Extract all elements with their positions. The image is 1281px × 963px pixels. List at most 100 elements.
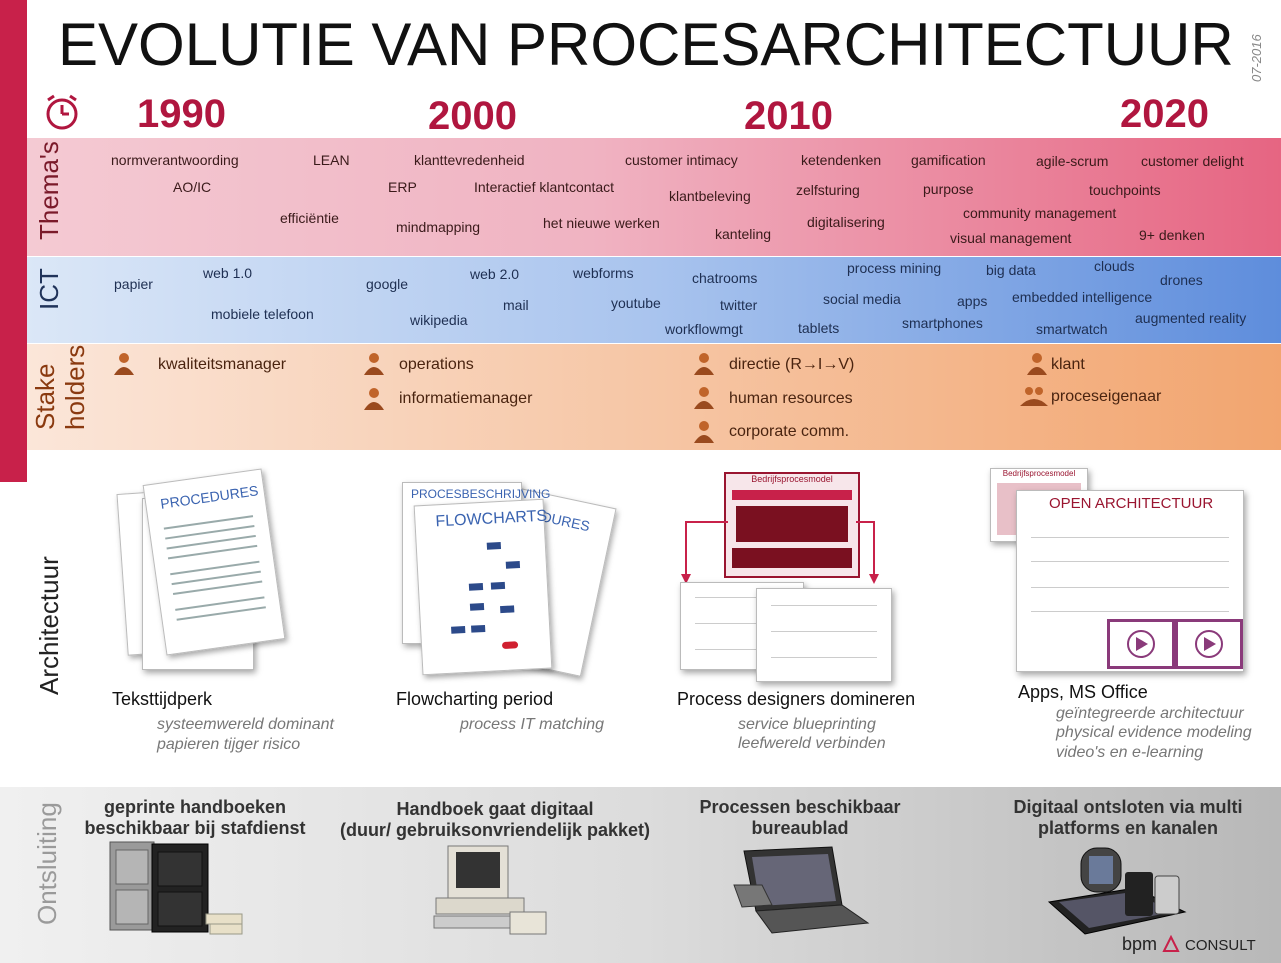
procedures-documents: PROCEDURES <box>112 468 286 680</box>
thema-item: het nieuwe werken <box>543 215 660 231</box>
devices-icon <box>1045 842 1195 936</box>
bpm-consult-logo: bpm CONSULT <box>1122 934 1256 954</box>
ict-item: smartwatch <box>1036 321 1108 337</box>
thema-item: 9+ denken <box>1139 227 1205 243</box>
ict-item: social media <box>823 291 901 307</box>
thema-item: mindmapping <box>396 219 481 235</box>
stakeholder-item: corporate comm. <box>729 423 850 440</box>
architectuur-heading: Flowcharting period <box>396 689 554 709</box>
year-2010: 2010 <box>744 94 833 138</box>
stakeholder-item: informatiemanager <box>399 390 533 407</box>
person-icon <box>692 385 714 409</box>
thema-item: customer intimacy <box>625 152 738 168</box>
ict-item: google <box>366 276 409 292</box>
thema-item: purpose <box>923 181 974 197</box>
person-icon <box>112 351 134 375</box>
year-1990: 1990 <box>137 92 226 136</box>
stakeholder-item: klant <box>1051 356 1085 373</box>
architectuur-subtext: process IT matching <box>460 716 605 733</box>
ict-item: big data <box>986 262 1036 278</box>
thema-item: klanttevredenheid <box>414 152 525 168</box>
person-icon <box>1020 384 1048 408</box>
ict-band <box>27 257 1281 343</box>
stakeholder-item: proceseigenaar <box>1051 388 1162 405</box>
person-icon <box>692 419 714 443</box>
person-icon <box>692 351 714 375</box>
procesbeschrijving-title: PROCESBESCHRIJVING <box>411 487 551 501</box>
thema-item: kanteling <box>715 226 772 242</box>
row-label-ontsluiting: Ontsluiting <box>32 802 62 925</box>
laptop-icon <box>732 845 872 935</box>
architectuur-heading: Teksttijdperk <box>112 689 213 709</box>
architectuur-subtext: physical evidence modeling <box>1056 724 1252 741</box>
thema-item: customer delight <box>1141 153 1244 169</box>
open-architectuur-title: OPEN ARCHITECTUUR <box>1049 495 1214 512</box>
thema-item: community management <box>963 205 1117 221</box>
ict-item: web 2.0 <box>470 266 520 282</box>
thema-item: ketendenken <box>801 152 882 168</box>
thema-item: visual management <box>950 230 1072 246</box>
architectuur-heading: Apps, MS Office <box>1018 682 1148 702</box>
bedrijfsprocesmodel-title: Bedrijfsprocesmodel <box>751 474 833 484</box>
thema-item: klantbeleving <box>669 188 751 204</box>
thema-item: touchpoints <box>1089 182 1161 198</box>
ict-item: mobiele telefoon <box>211 306 314 322</box>
thema-item: AO/IC <box>173 179 212 195</box>
architectuur-subtext: leefwereld verbinden <box>738 735 886 752</box>
page-title: EVOLUTIE VAN PROCESARCHITECTUUR <box>58 11 1234 78</box>
ict-item: augmented reality <box>1135 310 1247 326</box>
year-2020: 2020 <box>1120 92 1209 136</box>
year-2000: 2000 <box>428 94 517 138</box>
stakeholder-item: kwaliteitsmanager <box>158 356 287 373</box>
architectuur-subtext: video's en e-learning <box>1056 744 1204 761</box>
ict-item: apps <box>957 293 988 309</box>
ict-item: twitter <box>720 297 758 313</box>
ict-item: embedded intelligence <box>1012 289 1153 305</box>
thema-item: digitalisering <box>807 214 885 230</box>
ict-item: youtube <box>611 295 661 311</box>
video-icon[interactable] <box>1175 619 1243 669</box>
architectuur-subtext: service blueprinting <box>738 716 876 733</box>
thema-item: normverantwoording <box>111 152 239 168</box>
person-icon <box>362 351 384 375</box>
thema-item: agile-scrum <box>1036 153 1109 169</box>
ontsluiting-heading: Handboek gaat digitaal(duur/ gebruiksonv… <box>339 799 651 840</box>
architectuur-subtext: geïntegreerde architectuur <box>1056 705 1244 722</box>
themas-band <box>27 138 1281 256</box>
ict-item: smartphones <box>902 315 983 331</box>
person-icon <box>1025 351 1047 375</box>
date-label: 07-2016 <box>1249 34 1264 82</box>
architectuur-subtext: papieren tijger risico <box>157 736 301 753</box>
ict-item: mail <box>503 297 529 313</box>
person-icon <box>362 386 384 410</box>
ict-item: webforms <box>573 265 634 281</box>
flowcharts-title: FLOWCHARTS <box>435 507 548 531</box>
ict-item: papier <box>114 276 153 292</box>
stakeholder-item: directie (R→I→V) <box>729 356 855 373</box>
ict-item: clouds <box>1094 258 1135 274</box>
row-label-ict: ICT <box>34 268 64 310</box>
video-icon[interactable] <box>1107 619 1175 669</box>
flowchart-documents: CEDURES PROCESBESCHRIJVING FLOWCHARTS <box>398 474 618 684</box>
logo-mark-icon <box>1162 934 1180 953</box>
architectuur-heading: Process designers domineren <box>677 689 916 709</box>
row-label-architectuur: Architectuur <box>34 556 64 695</box>
ict-item: process mining <box>847 260 942 276</box>
thema-item: gamification <box>911 152 986 168</box>
thema-item: zelfsturing <box>796 182 860 198</box>
ict-item: chatrooms <box>692 270 758 286</box>
accent-bar <box>0 0 27 482</box>
ict-item: web 1.0 <box>203 265 253 281</box>
thema-item: ERP <box>388 179 417 195</box>
ict-item: workflowmgt <box>665 321 743 337</box>
thema-item: Interactief klantcontact <box>474 179 615 195</box>
filing-cabinet-icon <box>106 838 246 938</box>
ict-item: wikipedia <box>410 312 468 328</box>
stakeholder-item: human resources <box>729 390 853 407</box>
thema-item: efficiëntie <box>280 210 339 226</box>
row-label-themas: Thema's <box>34 141 64 240</box>
